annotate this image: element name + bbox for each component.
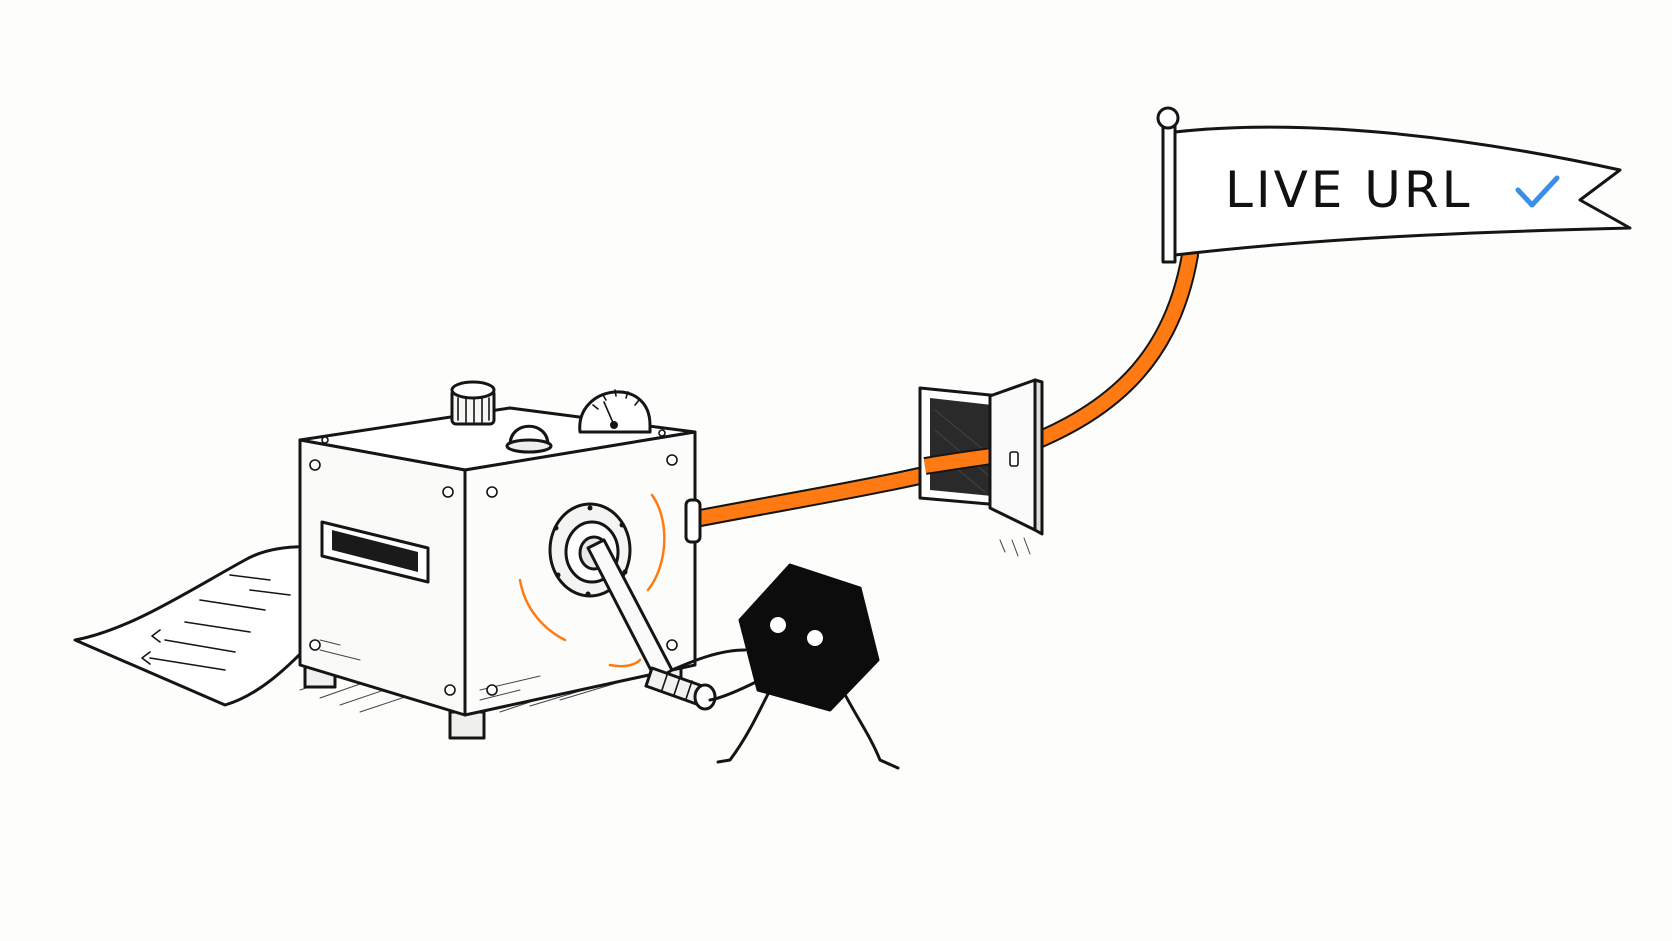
open-door-icon: [918, 378, 1044, 557]
banner-label: LIVE URL: [1225, 161, 1473, 219]
crank-handle: [644, 666, 717, 711]
hexagon-mascot-icon: [670, 563, 900, 770]
pennant-flag-icon: LIVE URL: [1156, 106, 1632, 264]
knob-icon: [450, 380, 496, 426]
checkmark-icon: [1515, 175, 1560, 208]
gauge-icon: [578, 389, 652, 434]
crank-machine-icon: [298, 380, 717, 740]
